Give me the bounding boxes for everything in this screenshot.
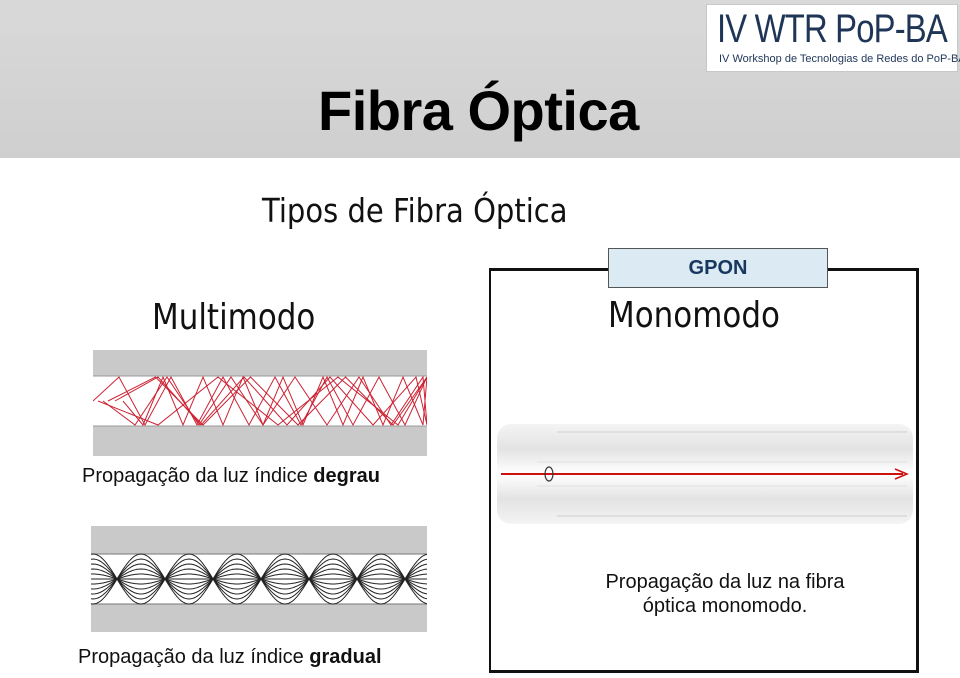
step-caption-bold: degrau xyxy=(313,465,380,487)
slide-title: Fibra Óptica xyxy=(318,79,639,142)
step-index-fiber-diagram xyxy=(93,350,427,456)
graded-index-rays xyxy=(91,553,427,605)
step-ray xyxy=(122,375,427,427)
cladding-bottom xyxy=(91,604,427,632)
step-ray xyxy=(114,375,427,426)
graded-caption-text: Propagação da luz índice xyxy=(78,646,310,668)
gpon-badge: GPON xyxy=(608,248,828,288)
graded-index-fiber-diagram xyxy=(91,526,427,632)
graded-caption-bold: gradual xyxy=(309,646,382,668)
step-ray xyxy=(107,376,427,426)
multimodo-title: Multimodo xyxy=(152,297,316,338)
graded-ray xyxy=(91,568,427,590)
cladding-top xyxy=(91,526,427,554)
step-ray xyxy=(93,375,427,427)
event-logo: IV WTR PoP-BA IV Workshop de Tecnologias… xyxy=(706,4,960,72)
cladding-bottom xyxy=(93,426,427,456)
cladding-top xyxy=(93,350,427,376)
graded-ray xyxy=(91,573,427,585)
monomodo-caption: Propagação da luz na fibra óptica monomo… xyxy=(605,571,845,617)
logo-sub-text: IV Workshop de Tecnologias de Redes do P… xyxy=(719,53,960,65)
graded-ray xyxy=(91,573,427,585)
fiber-entry-core xyxy=(544,466,554,482)
step-caption-text: Propagação da luz índice xyxy=(82,465,314,487)
step-ray xyxy=(97,376,427,426)
graded-ray xyxy=(91,563,427,595)
step-index-caption: Propagação da luz índice degrau xyxy=(82,465,380,488)
monomodo-title: Monomodo xyxy=(608,295,780,336)
ray-arrowhead xyxy=(894,468,909,480)
step-ray xyxy=(102,375,427,426)
step-index-rays xyxy=(93,375,427,427)
slide-subtitle: Tipos de Fibra Óptica xyxy=(262,191,568,230)
single-mode-fiber-diagram xyxy=(497,424,913,524)
graded-index-caption: Propagação da luz índice gradual xyxy=(78,646,382,669)
logo-main-text: IV WTR PoP-BA xyxy=(717,7,948,51)
graded-ray xyxy=(91,568,427,590)
graded-ray xyxy=(91,563,427,595)
